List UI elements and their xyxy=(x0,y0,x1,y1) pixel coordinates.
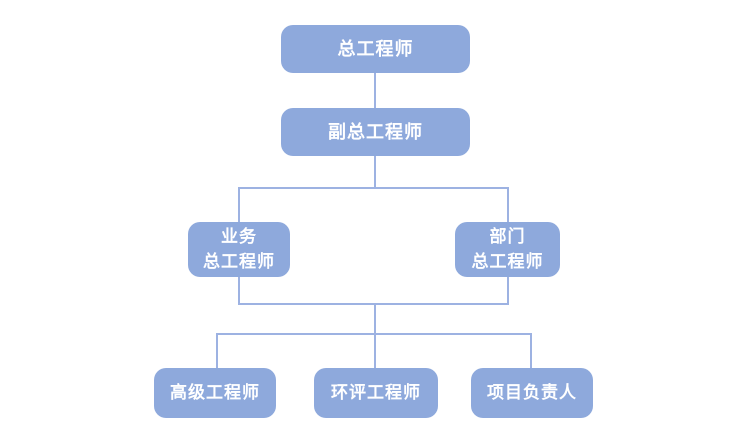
node-eia-engineer: 环评工程师 xyxy=(314,368,438,418)
node-project-leader: 项目负责人 xyxy=(471,368,593,418)
connector-deputy-stem xyxy=(374,156,376,189)
connector-department-top xyxy=(507,187,509,222)
connector-chief-to-deputy xyxy=(374,73,376,108)
node-business-chief-engineer: 业务 总工程师 xyxy=(188,222,290,277)
node-deputy-chief-engineer: 副总工程师 xyxy=(281,108,470,156)
connector-bus-top xyxy=(238,187,509,189)
node-senior-engineer: 高级工程师 xyxy=(154,368,276,418)
connector-senior-drop xyxy=(216,333,218,368)
connector-bus-mid xyxy=(238,303,509,305)
connector-project-drop xyxy=(530,333,532,368)
connector-business-top xyxy=(238,187,240,222)
connector-business-bottom xyxy=(238,277,240,305)
connector-center-drop xyxy=(374,303,376,368)
node-department-chief-engineer: 部门 总工程师 xyxy=(455,222,560,277)
connector-bus-bottom xyxy=(216,333,532,335)
node-chief-engineer: 总工程师 xyxy=(281,25,470,73)
connector-department-bottom xyxy=(507,277,509,305)
